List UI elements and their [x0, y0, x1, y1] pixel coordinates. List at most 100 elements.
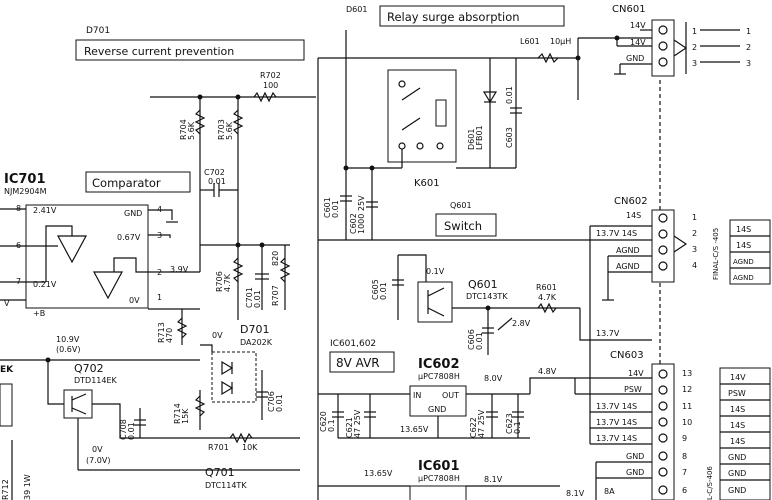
r706-value: 4.7K [223, 273, 232, 292]
cn601-pin [658, 57, 668, 67]
c702-value: 0.01 [208, 177, 226, 186]
r707-resistor [279, 257, 291, 283]
c601-label: C601 [323, 197, 332, 218]
relay-coil [435, 99, 447, 127]
relay-switch-upper [401, 87, 421, 101]
r702-label: R702 [260, 71, 281, 80]
c606-value: 0.01 [475, 332, 484, 350]
c620-label: C620 [319, 411, 328, 432]
cn603-label: CN603 [610, 350, 644, 361]
c708-value: 0.01 [127, 422, 136, 440]
r702-resistor [253, 91, 277, 103]
q601-body [417, 281, 453, 323]
lcs-label: L-C/S-406 [706, 466, 714, 500]
cn603-r8: GND [728, 453, 746, 462]
c603-label: C603 [505, 127, 514, 148]
opamp-b [92, 271, 124, 300]
r704-value: 5.6K [187, 121, 196, 140]
c622-label: C622 [469, 417, 478, 438]
r713-value: 470 [165, 328, 174, 343]
cn603-right-box [719, 367, 771, 500]
c621-label: C621 [345, 417, 354, 438]
ic701-plus-b: +B [33, 309, 45, 318]
d601-label: D601 [467, 129, 476, 150]
v1365b-label: 13.65V [364, 469, 393, 478]
ic701-gnd: GND [124, 209, 142, 218]
r714-label: R714 [173, 403, 182, 424]
ic602-out: OUT [442, 391, 459, 400]
r701-label: R701 [208, 443, 229, 452]
junction-dot [197, 94, 203, 100]
relay-contact [398, 80, 406, 88]
junction-dot [235, 94, 241, 100]
l601-value: 10µH [550, 37, 571, 46]
c702-label: C702 [204, 168, 225, 177]
cn603-pin [658, 369, 668, 379]
q702-part: DTD114EK [74, 376, 118, 385]
q702-wire [47, 360, 64, 405]
final-cs-label: FINAL-C/S -405 [712, 228, 720, 280]
l601-inductor [537, 52, 559, 64]
d701-top-label: D701 [86, 26, 110, 36]
cn603-n8: 8 [682, 452, 687, 461]
c701-value: 0.01 [253, 290, 262, 308]
d601-part: LFB01 [475, 125, 484, 150]
cn602-p2: 13.7V 14S [596, 229, 637, 238]
feedback-wire [45, 225, 73, 282]
cn603-n11: 11 [682, 402, 692, 411]
reverse-current-box [75, 39, 305, 61]
ic602-v80: 8.0V [484, 374, 503, 383]
comparator-box [85, 171, 191, 193]
r707-value: 820 [271, 251, 280, 266]
ic602-body [409, 385, 467, 417]
v48-label: 4.8V [538, 367, 557, 376]
cn603-p7: GND [626, 468, 644, 477]
cn602-n1: 1 [692, 213, 697, 222]
cn603-pin [658, 401, 668, 411]
leader-line [497, 317, 513, 331]
l601-label: L601 [520, 37, 540, 46]
r601-value: 4.7K [538, 293, 557, 302]
ic601-602-label: IC601,602 [330, 339, 376, 349]
cn602-pin [658, 245, 668, 255]
cn602-arrow [673, 235, 688, 253]
c706-label: C706 [267, 391, 276, 412]
cn601-n2: 2 [692, 43, 697, 52]
cn603-n7: 7 [682, 468, 687, 477]
pin-8a-label: 8A [604, 487, 615, 496]
d601-diode [482, 91, 498, 104]
cn602-p3: AGND [616, 246, 640, 255]
cn603-p9: 13.7V 14S [596, 434, 637, 443]
ic701-v-left: V [4, 299, 10, 308]
q601-label: Q601 [468, 278, 498, 291]
opamp-b-wire [113, 257, 148, 273]
r706-label: R706 [215, 271, 224, 292]
r714-value: 15K [181, 408, 190, 424]
cn603-n9: 9 [682, 434, 687, 443]
v137-label: 13.7V [596, 329, 620, 338]
v48-wire [529, 377, 575, 394]
ek-left-label: EK [0, 365, 14, 375]
ic701-v0: 0V [129, 296, 140, 305]
d601-top-label: D601 [346, 5, 367, 14]
r706-resistor [232, 257, 244, 283]
cn602-r4: AGND [733, 274, 754, 282]
c620-value: 0.1 [327, 419, 336, 432]
cn603-pin [658, 385, 668, 395]
cn603-n10: 10 [682, 418, 692, 427]
junction-dot [575, 55, 581, 61]
r703-label: R703 [217, 119, 226, 140]
d701-diode-b [221, 380, 234, 396]
q601-top-label: Q601 [450, 201, 472, 210]
cn603-p13: 14V [628, 369, 644, 378]
r713-label: R713 [157, 322, 166, 343]
c701-label: C701 [245, 287, 254, 308]
cn603-pin [658, 485, 668, 495]
relay-switch-lower [401, 117, 421, 131]
junction-dot [343, 165, 349, 171]
ic601-part: µPC7808H [418, 474, 460, 483]
c603-value: 0.01 [505, 86, 514, 104]
cn603-r6: GND [728, 486, 746, 495]
cn602-p4: AGND [616, 262, 640, 271]
cn601-label: CN601 [612, 4, 646, 15]
